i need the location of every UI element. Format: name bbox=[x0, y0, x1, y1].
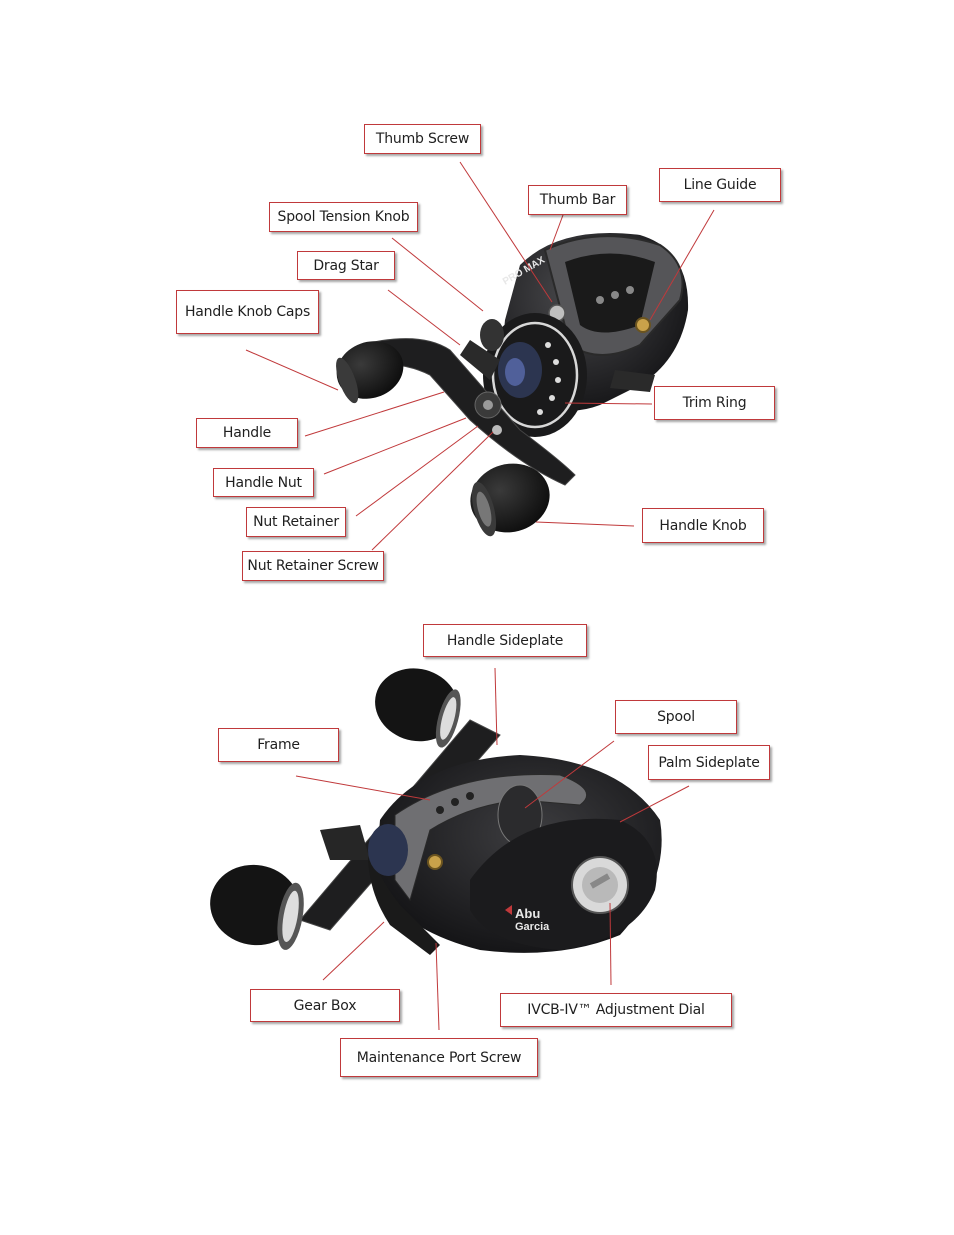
leader-handle-nut bbox=[323, 417, 467, 475]
brand-line-1: Abu bbox=[515, 906, 540, 921]
brand-line-2: Garcia bbox=[515, 921, 550, 933]
callout-gear-box: Gear Box bbox=[250, 989, 400, 1022]
leader-nut-retainer-screw bbox=[371, 431, 494, 551]
callout-trim-ring: Trim Ring bbox=[654, 386, 775, 420]
callout-maintenance-port-screw: Maintenance Port Screw bbox=[340, 1038, 538, 1077]
callout-nut-retainer-screw: Nut Retainer Screw bbox=[242, 551, 384, 581]
leader-gear-box bbox=[322, 921, 385, 981]
leader-spool bbox=[524, 740, 615, 809]
reel-diagram-top: PRO MAX Thumb Screw Thumb Bar Line Guide… bbox=[0, 0, 954, 600]
callout-handle-nut: Handle Nut bbox=[213, 468, 314, 497]
reel-top-art: PRO MAX bbox=[336, 233, 689, 537]
callout-thumb-bar: Thumb Bar bbox=[528, 185, 627, 215]
leader-drag-star bbox=[387, 289, 461, 346]
leader-lines-top bbox=[245, 161, 715, 551]
callout-handle: Handle bbox=[196, 418, 298, 448]
callout-spool-tension-knob: Spool Tension Knob bbox=[269, 202, 418, 232]
leader-line-guide bbox=[649, 209, 715, 321]
callout-handle-knob-caps: Handle Knob Caps bbox=[176, 290, 319, 334]
leader-trim-ring bbox=[564, 402, 653, 405]
callout-nut-retainer: Nut Retainer bbox=[246, 507, 346, 537]
callout-line-guide: Line Guide bbox=[659, 168, 781, 202]
reel-diagram-bottom: Abu Garcia Handle Sideplate Spool Frame … bbox=[0, 600, 954, 1100]
callout-handle-sideplate: Handle Sideplate bbox=[423, 624, 587, 657]
leader-handle-sideplate bbox=[494, 667, 498, 746]
leader-thumb-screw bbox=[459, 161, 553, 303]
leader-lines-bottom bbox=[295, 667, 690, 1031]
callout-drag-star: Drag Star bbox=[297, 251, 395, 280]
leader-maintenance-port-screw bbox=[435, 942, 440, 1031]
leader-palm-sideplate bbox=[619, 785, 690, 823]
leader-adjustment-dial bbox=[609, 902, 612, 986]
leader-handle-knob bbox=[535, 521, 635, 527]
reel-illustration-top: PRO MAX bbox=[245, 161, 715, 551]
reel-bottom-art: Abu Garcia bbox=[210, 668, 662, 955]
leader-frame bbox=[295, 775, 431, 801]
leader-nut-retainer bbox=[355, 425, 479, 517]
leader-spool-tension-knob bbox=[391, 237, 484, 312]
leader-handle-knob-caps bbox=[245, 349, 339, 391]
reel-illustration-bottom: Abu Garcia bbox=[210, 667, 690, 1031]
callout-palm-sideplate: Palm Sideplate bbox=[648, 745, 770, 780]
leader-thumb-bar bbox=[549, 214, 564, 251]
callout-thumb-screw: Thumb Screw bbox=[364, 124, 481, 154]
callout-handle-knob: Handle Knob bbox=[642, 508, 764, 543]
callout-frame: Frame bbox=[218, 728, 339, 762]
callout-adjustment-dial: IVCB-IV™ Adjustment Dial bbox=[500, 993, 732, 1027]
callout-spool: Spool bbox=[615, 700, 737, 734]
leader-handle bbox=[304, 391, 445, 437]
